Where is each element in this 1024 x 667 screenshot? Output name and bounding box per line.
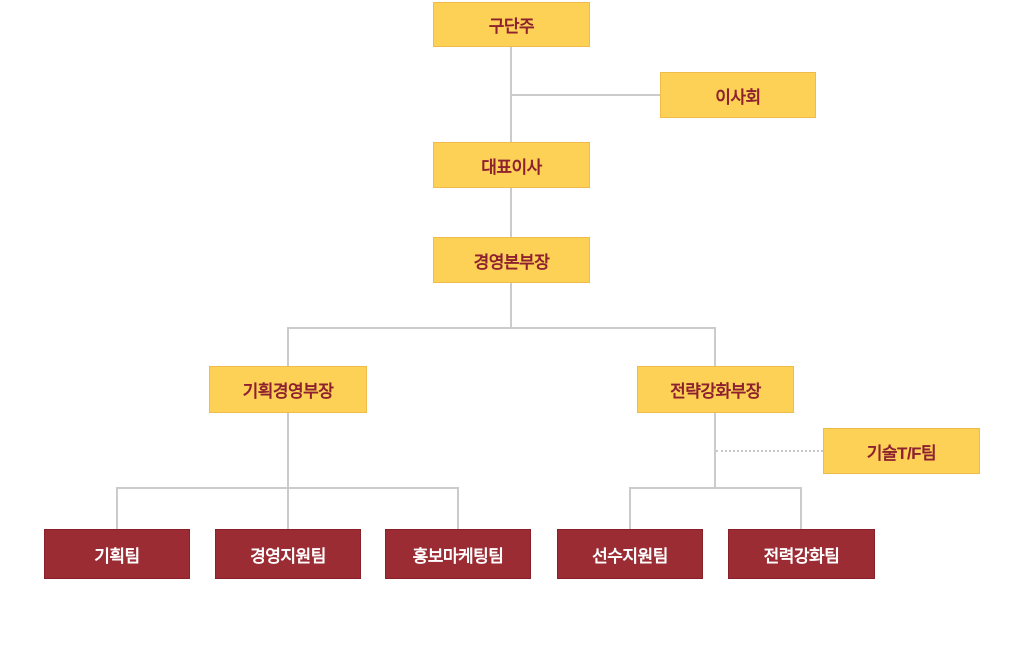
connector-to-power-team: [800, 487, 802, 529]
connector-owner-board: [511, 94, 660, 96]
node-ceo: 대표이사: [433, 142, 590, 188]
connector-strategy-dir-down: [714, 413, 716, 487]
connector-directors-horizontal: [287, 327, 716, 329]
connector-hq-down: [510, 283, 512, 327]
connector-to-strategy-dir: [714, 327, 716, 366]
dotted-connector-tech-tf: [716, 450, 823, 452]
connector-to-planning-team: [116, 487, 118, 529]
node-technical-tf-team: 기술T/F팀: [823, 428, 980, 474]
node-power-reinforcement-team: 전력강화팀: [728, 529, 875, 579]
node-planning-team: 기획팀: [44, 529, 190, 579]
node-management-hq-head: 경영본부장: [433, 237, 590, 283]
node-pr-marketing-team: 홍보마케팅팀: [385, 529, 531, 579]
node-club-owner: 구단주: [433, 2, 590, 47]
node-strategy-reinforcement-director: 전략강화부장: [637, 366, 794, 413]
connector-planning-dir-down: [287, 413, 289, 487]
connector-right-teams-horizontal: [629, 487, 802, 489]
node-management-support-team: 경영지원팀: [215, 529, 361, 579]
connector-to-planning-dir: [287, 327, 289, 366]
connector-to-mgmt-support-team: [287, 487, 289, 529]
connector-to-pr-marketing-team: [457, 487, 459, 529]
node-player-support-team: 선수지원팀: [557, 529, 703, 579]
connector-ceo-hq: [510, 188, 512, 237]
connector-to-player-support-team: [629, 487, 631, 529]
node-board-of-directors: 이사회: [660, 72, 816, 118]
node-planning-management-director: 기획경영부장: [209, 366, 367, 413]
